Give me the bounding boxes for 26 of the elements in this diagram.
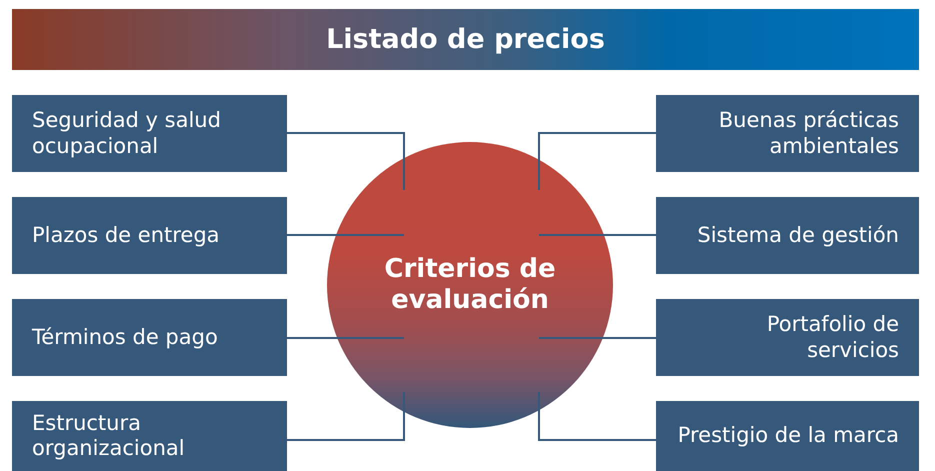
connector-line <box>287 234 404 236</box>
connector-line <box>287 132 405 190</box>
connector-line <box>538 132 656 190</box>
criterion-box <box>12 95 287 172</box>
node-label: Términos de pago <box>32 324 218 350</box>
connector-line <box>539 234 656 236</box>
node-label: Plazos de entrega <box>32 222 220 248</box>
node-label: Prestigio de la marca <box>678 423 899 449</box>
criterion-box <box>656 299 919 376</box>
node-label: Buenas prácticas ambientales <box>718 108 899 159</box>
node-label: Estructura organizacional <box>32 410 186 462</box>
connector-line <box>287 392 405 441</box>
node-label: Portafolio de servicios <box>766 312 899 363</box>
criterion-box <box>12 401 287 471</box>
criterion-box <box>656 197 919 274</box>
criterion-box <box>656 401 919 471</box>
node-label: Criterios de evaluación <box>383 254 557 316</box>
connector-line <box>538 392 656 441</box>
title: Listado de precios <box>326 24 605 55</box>
connector-line <box>539 337 656 339</box>
connector-line <box>287 337 404 339</box>
criterion-box <box>12 299 287 376</box>
node-label: Sistema de gestión <box>697 222 899 248</box>
criterion-box <box>12 197 287 274</box>
criterion-box <box>656 95 919 172</box>
node-label: Seguridad y salud ocupacional <box>32 108 222 159</box>
